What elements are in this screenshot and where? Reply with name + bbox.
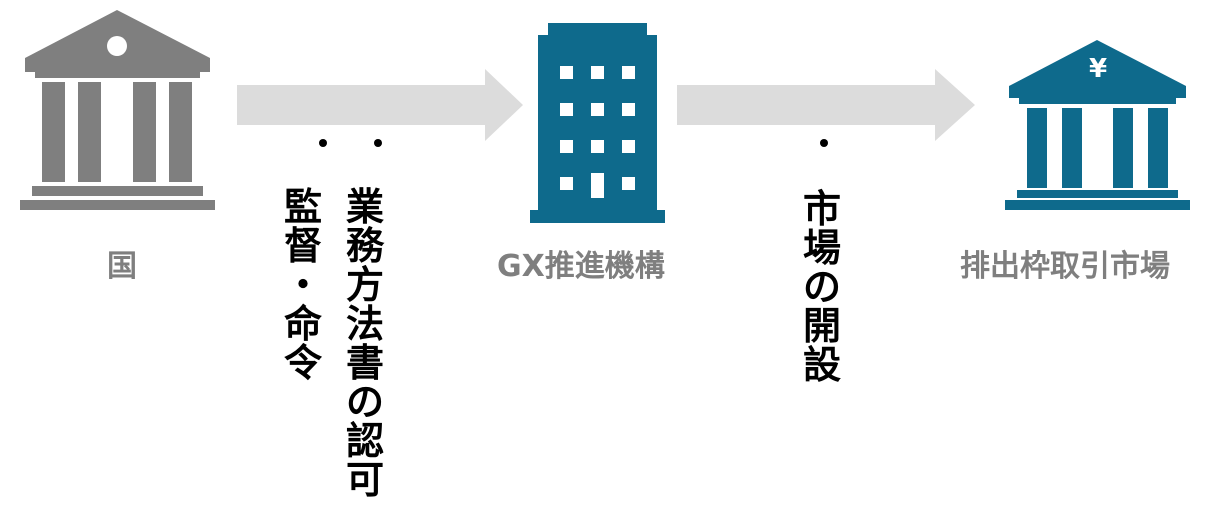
arrow-org-to-market: [677, 69, 975, 145]
vertical-char: 場: [802, 226, 841, 270]
yen-symbol: ¥: [1088, 54, 1108, 84]
vertical-char: 書: [345, 341, 384, 385]
entity-label-market: 排出枠取引市場: [960, 249, 1170, 284]
vertical-char: 督: [283, 224, 322, 268]
vertical-char: 設: [802, 343, 841, 387]
entity-label-organization: GX推進機構: [497, 249, 665, 284]
vertical-char: 市: [802, 187, 841, 231]
relation-label-supervision: 監督・命令: [281, 188, 325, 383]
vertical-char: 認: [345, 419, 384, 463]
vertical-char: の: [802, 265, 841, 309]
vertical-char: 令: [283, 341, 322, 385]
vertical-char: 監: [283, 185, 322, 229]
bullet-dot: [319, 139, 327, 147]
relation-label-approval: 業務方法書の認可: [343, 188, 387, 500]
vertical-char: の: [345, 380, 384, 424]
bullet-dot: [374, 139, 382, 147]
arrow-gov-to-org: [237, 69, 523, 145]
vertical-char: 方: [345, 263, 384, 307]
government-building-icon: [20, 10, 215, 210]
vertical-char: 法: [345, 302, 384, 346]
vertical-char: 開: [802, 304, 841, 348]
vertical-char: 命: [283, 302, 322, 346]
vertical-char: 務: [345, 224, 384, 268]
bullet-dot: [820, 139, 828, 147]
yen-bank-icon: ¥: [1005, 40, 1190, 210]
vertical-char: 業: [345, 185, 384, 229]
relation-label-market-opening: 市場の開設: [800, 190, 844, 385]
vertical-char: 可: [345, 458, 384, 502]
vertical-char: ・: [283, 263, 322, 307]
entity-label-government: 国: [107, 249, 137, 284]
office-building-icon: [530, 23, 665, 223]
